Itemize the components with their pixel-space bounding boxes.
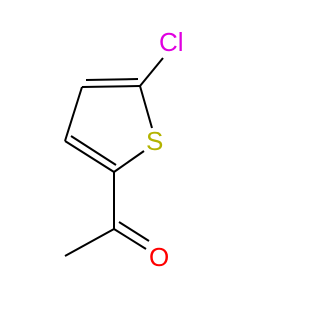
bond-c2-c3-double xyxy=(70,135,117,166)
bond-c-o-double xyxy=(118,221,150,242)
atom-chlorine-label: Cl xyxy=(159,27,184,57)
atom-sulfur-label: S xyxy=(146,126,163,156)
bond-c-o xyxy=(113,228,147,250)
chemical-structure: Cl S O xyxy=(64,27,184,272)
bond-c4-c5-double xyxy=(85,78,139,81)
bond-c2-c3 xyxy=(64,140,115,173)
bond-c5-cl xyxy=(139,57,164,87)
atom-oxygen-label: O xyxy=(149,242,169,272)
bond-c4-c5 xyxy=(81,85,141,88)
bond-c3-c4 xyxy=(64,86,83,142)
bond-carbonyl-methyl xyxy=(64,228,115,257)
bond-c5-s xyxy=(139,85,153,129)
bond-s-c2 xyxy=(113,150,145,173)
